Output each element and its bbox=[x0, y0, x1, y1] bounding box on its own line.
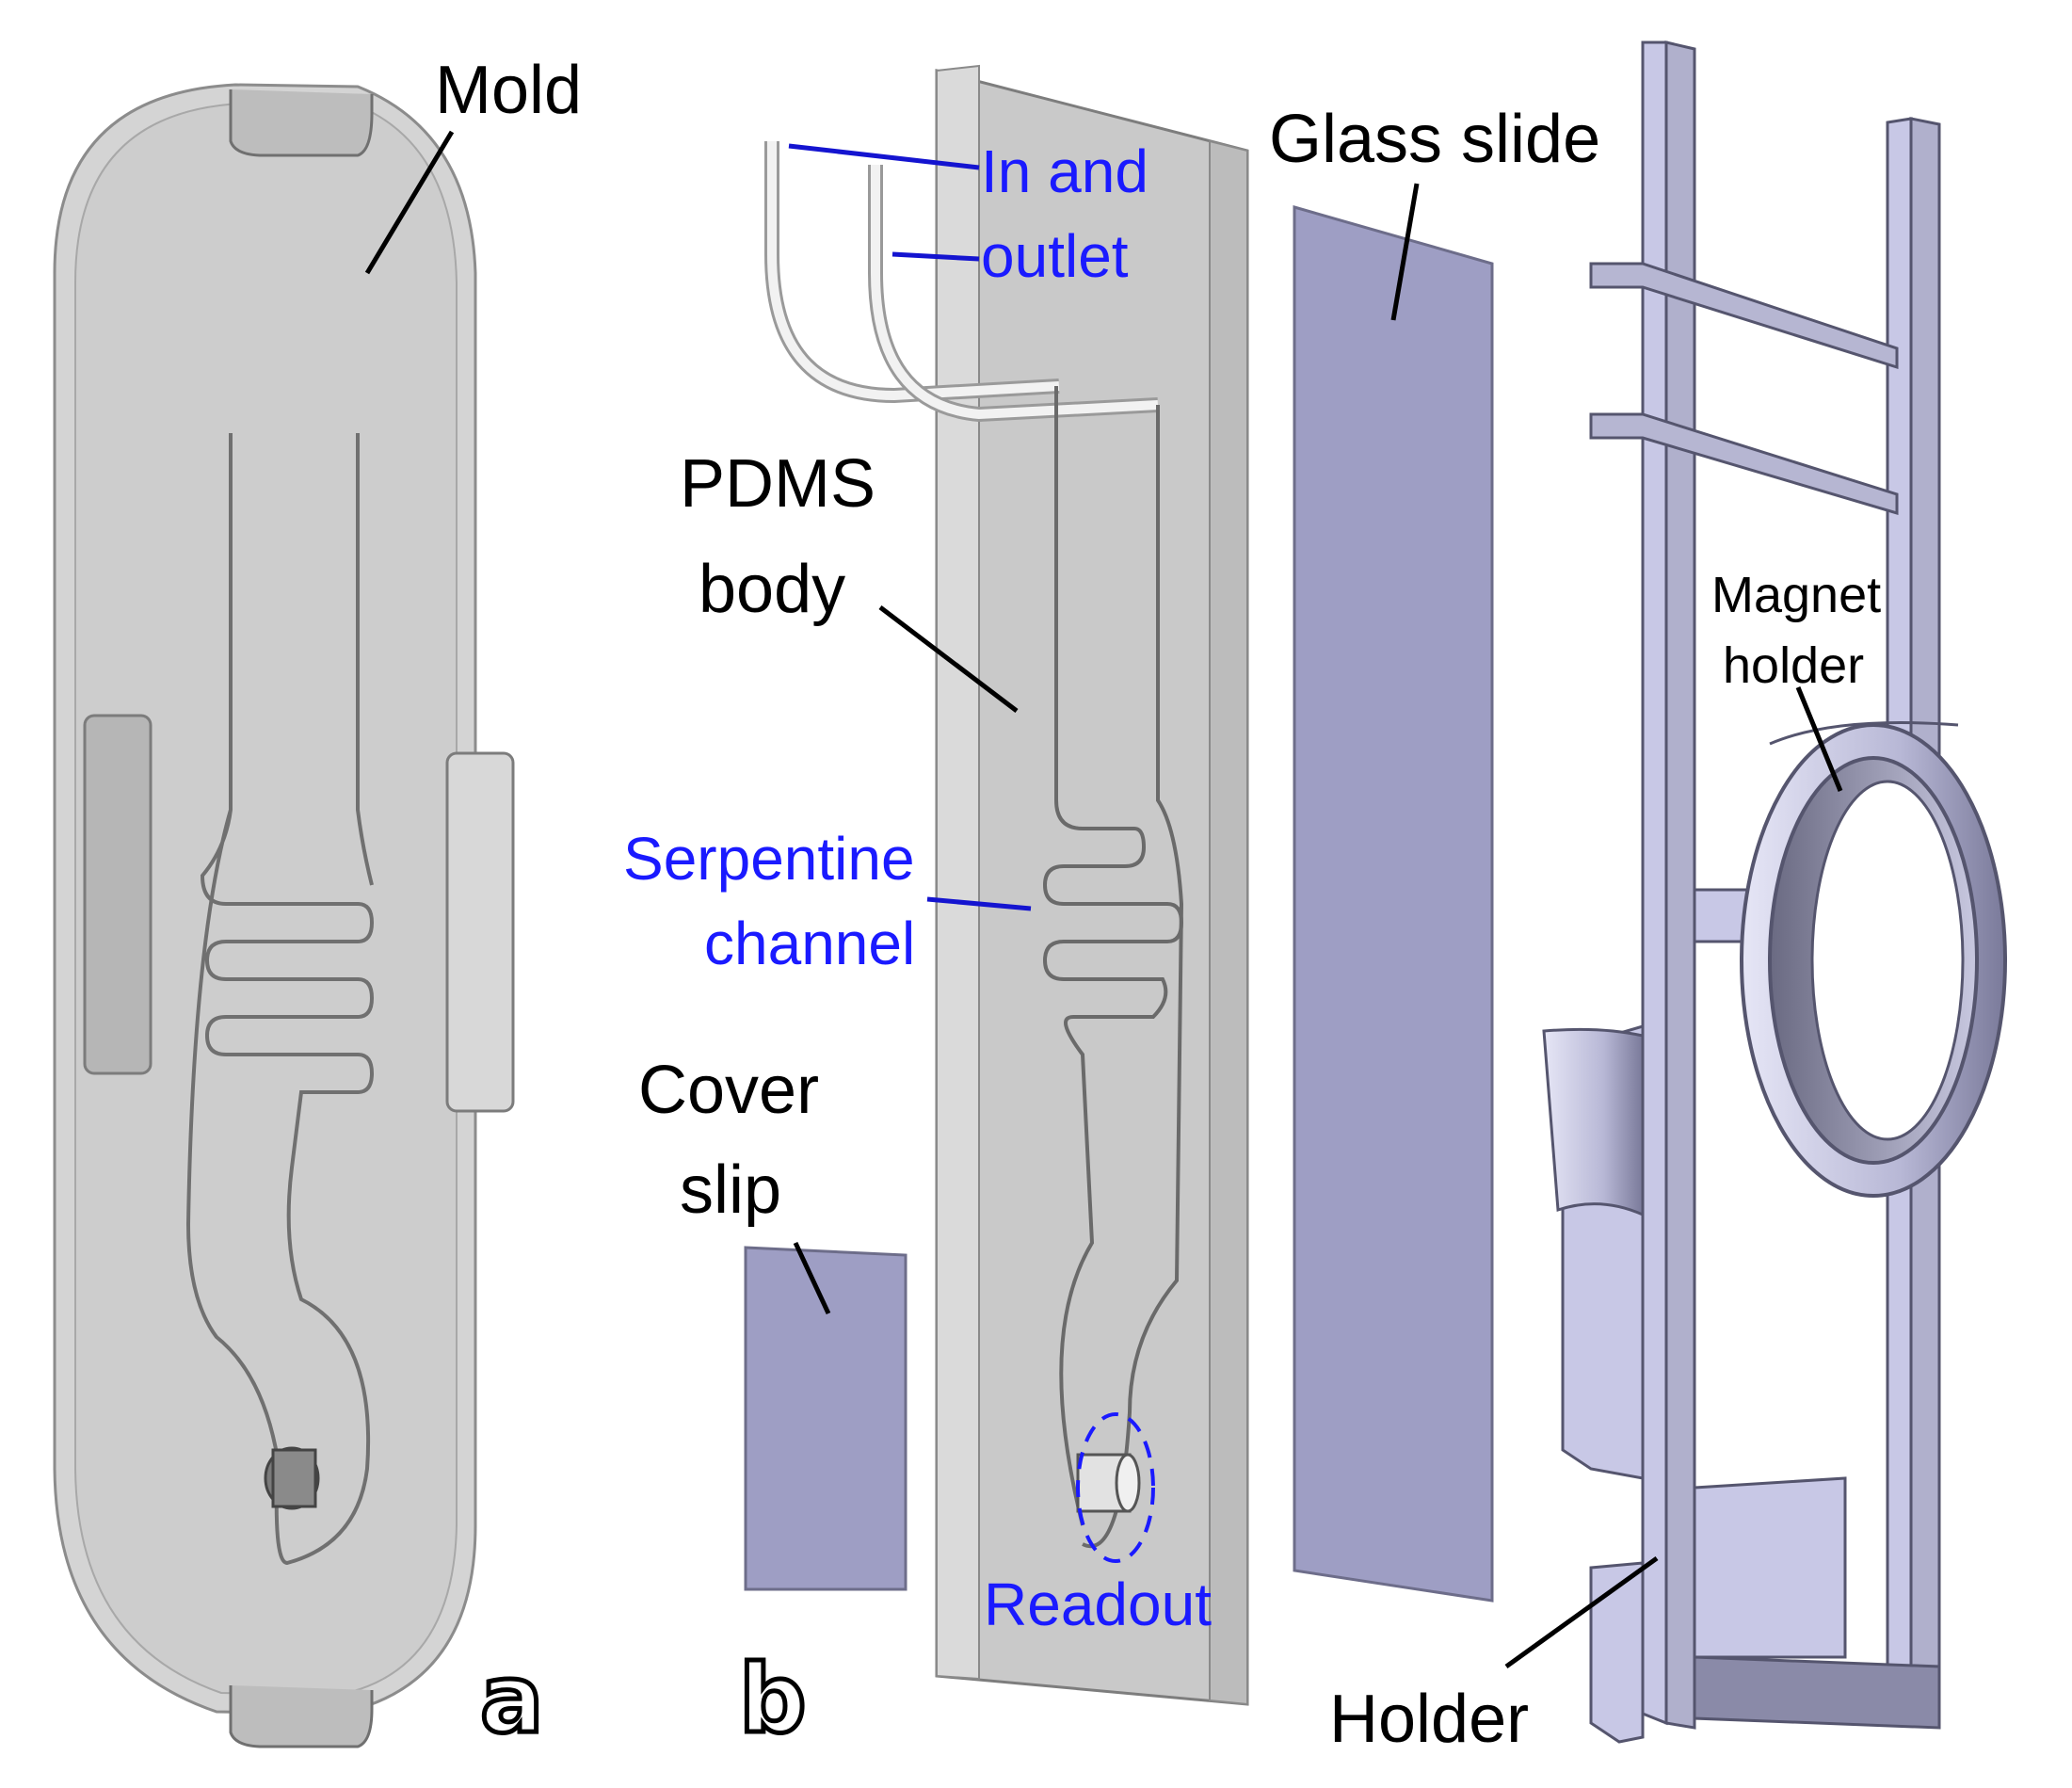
pdms-body-part bbox=[764, 64, 1249, 1706]
glass-slide-part bbox=[1293, 205, 1494, 1603]
holder-label: Holder bbox=[1329, 1682, 1530, 1757]
inlet-leader-1 bbox=[788, 143, 980, 170]
glass-slide-leader bbox=[1390, 183, 1420, 321]
cover-slip-leader bbox=[793, 1241, 831, 1315]
in-outlet-label-line1: In and bbox=[981, 137, 1148, 205]
serpentine-label-line2: channel bbox=[704, 910, 916, 977]
in-outlet-label-line2: outlet bbox=[981, 222, 1129, 290]
magnet-holder-label-line2: holder bbox=[1723, 637, 1865, 694]
panel-a-label: a bbox=[477, 1644, 546, 1754]
cover-slip-part bbox=[744, 1246, 908, 1591]
holder-leader bbox=[1504, 1555, 1659, 1669]
cover-slip-label-line1: Cover bbox=[638, 1053, 820, 1128]
panel-b-label: b bbox=[737, 1644, 810, 1754]
inlet-leader-2 bbox=[891, 251, 980, 262]
serpentine-label-line1: Serpentine bbox=[623, 825, 915, 893]
serpentine-leader bbox=[926, 896, 1032, 911]
pdms-label-line1: PDMS bbox=[680, 446, 876, 522]
pdms-label-line2: body bbox=[699, 552, 846, 627]
mold-part bbox=[53, 83, 515, 1748]
holder-part bbox=[1542, 40, 2007, 1744]
readout-label: Readout bbox=[984, 1571, 1212, 1638]
mold-leader bbox=[364, 130, 455, 275]
magnet-holder-label-line1: Magnet bbox=[1711, 567, 1882, 623]
glass-slide-label: Glass slide bbox=[1269, 102, 1601, 177]
mold-label: Mold bbox=[435, 53, 583, 128]
pdms-leader bbox=[878, 605, 1019, 713]
magnet-holder-leader bbox=[1795, 686, 1843, 792]
cover-slip-label-line2: slip bbox=[680, 1152, 782, 1228]
